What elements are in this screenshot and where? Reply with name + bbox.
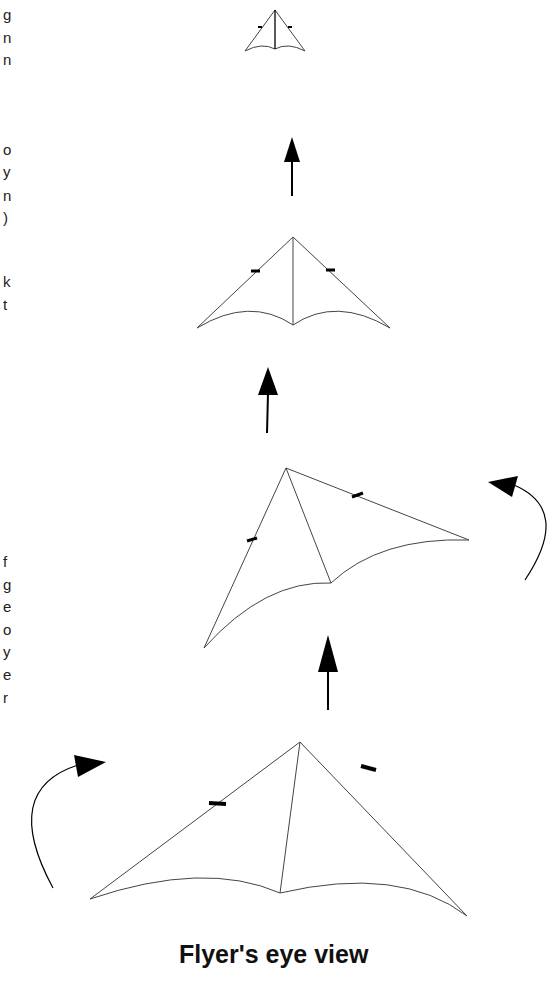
text-fragment: e: [3, 666, 11, 684]
kite-far: [245, 10, 305, 51]
kite-turning: [204, 468, 469, 648]
caption: Flyer's eye view: [179, 940, 368, 969]
text-fragment: g: [3, 576, 11, 594]
text-fragment: o: [3, 621, 11, 639]
curved-arrow: [514, 485, 546, 580]
up-arrow: [267, 393, 268, 433]
up-arrow: [291, 160, 293, 196]
up-arrow: [327, 670, 329, 710]
text-fragment: k: [3, 273, 11, 291]
text-fragment: g: [3, 6, 11, 24]
text-fragment: y: [3, 643, 11, 661]
text-fragment: ): [3, 209, 8, 227]
text-fragment: n: [3, 187, 11, 205]
text-fragment: e: [3, 598, 11, 616]
text-fragment: y: [3, 163, 11, 181]
curved-arrow: [32, 765, 78, 888]
text-fragment: r: [3, 689, 8, 707]
text-fragment: t: [3, 296, 7, 314]
text-fragment: n: [3, 29, 11, 47]
text-fragment: n: [3, 51, 11, 69]
kite-near: [90, 742, 467, 916]
kite-level: [197, 237, 390, 328]
text-fragment: f: [3, 553, 7, 571]
text-fragment: o: [3, 141, 11, 159]
